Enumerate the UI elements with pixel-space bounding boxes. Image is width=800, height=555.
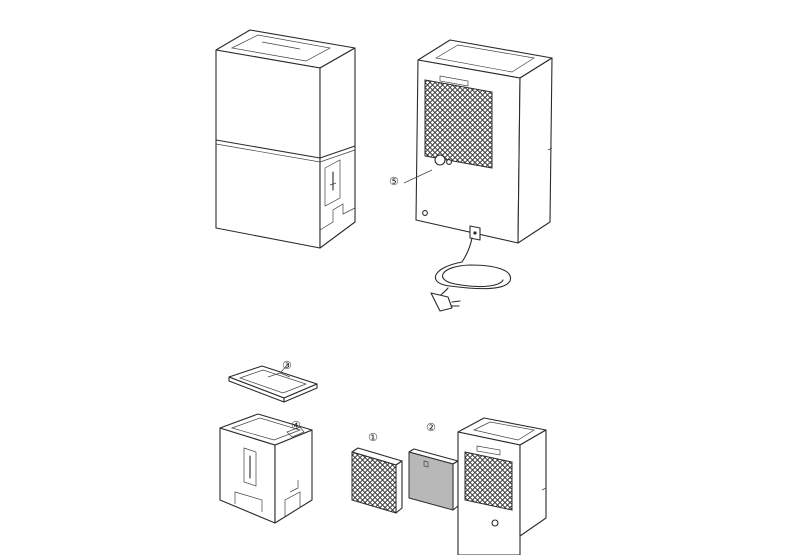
callout-2: ② [426, 421, 436, 434]
mesh-filter-part: ① [351, 431, 403, 514]
callout-3: ③ [282, 359, 292, 372]
callout-1: ① [368, 431, 378, 444]
dehumidifier-front-view [215, 29, 356, 249]
tank-lid-part: ③ [228, 359, 318, 403]
dehumidifier-rear-filter-installed [457, 417, 547, 555]
callout-4: ④ [291, 419, 301, 432]
dehumidifier-rear-view: ⑤ [389, 39, 553, 312]
callout-5: ⑤ [389, 175, 399, 188]
water-tank-part: ④ [219, 413, 313, 524]
filter-pad-part: ② [408, 421, 459, 511]
